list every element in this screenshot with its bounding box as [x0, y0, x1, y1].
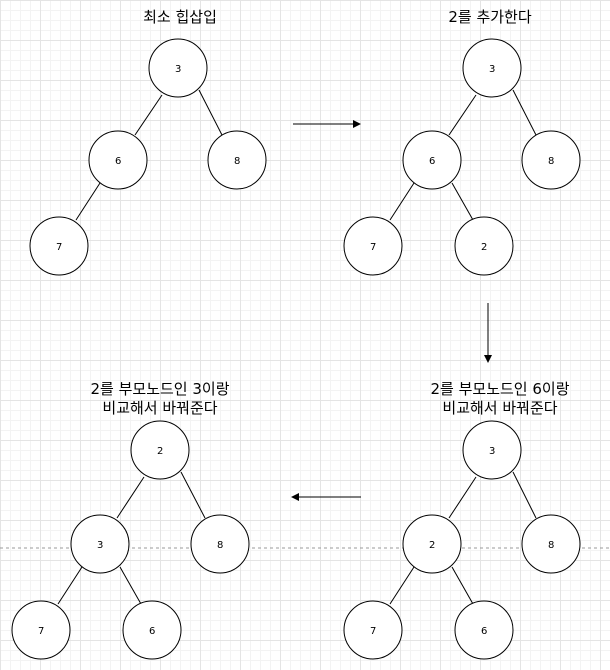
panel-4-caption: 2를 부모노드인 3이랑 비교해서 바꿔준다 [50, 380, 270, 418]
panel-3-caption-line-2: 비교해서 바꿔준다 [442, 399, 558, 417]
edge [451, 182, 474, 221]
node-value: 6 [481, 626, 487, 637]
node-value: 8 [548, 540, 554, 551]
tree-node: 3 [462, 38, 522, 98]
node-value: 7 [370, 626, 376, 637]
edge [389, 182, 415, 221]
tree-node: 6 [88, 130, 148, 190]
edge [451, 566, 474, 605]
tree-node: 3 [462, 420, 522, 480]
node-value: 2 [429, 540, 435, 551]
panel-4-tree: 2 3 8 7 6 [11, 420, 250, 660]
node-value: 6 [429, 156, 435, 167]
edge [448, 94, 477, 136]
edge [116, 476, 145, 519]
panel-4-caption-line-1: 2를 부모노드인 3이랑 [90, 380, 230, 398]
tree-node: 6 [402, 130, 462, 190]
node-value: 6 [149, 626, 155, 637]
tree-node: 3 [148, 38, 208, 98]
edge [512, 471, 537, 519]
tree-node: 8 [190, 514, 250, 574]
node-value: 7 [370, 242, 376, 253]
tree-node: 2 [402, 514, 462, 574]
edge [198, 89, 223, 136]
tree-node: 6 [122, 600, 182, 660]
edge [512, 89, 537, 136]
tree-node: 7 [29, 216, 89, 276]
panel-2-caption: 2를 추가한다 [400, 8, 580, 27]
tree-node: 7 [11, 600, 71, 660]
panel-3-caption: 2를 부모노드인 6이랑 비교해서 바꿔준다 [390, 380, 610, 418]
panel-2-tree: 3 6 8 7 2 [343, 38, 581, 276]
tree-node: 8 [521, 514, 581, 574]
panel-3-tree: 3 2 8 7 6 [343, 420, 581, 660]
node-value: 8 [234, 156, 240, 167]
tree-node: 2 [130, 420, 190, 480]
node-value: 8 [217, 540, 223, 551]
node-value: 7 [56, 242, 62, 253]
tree-node: 7 [343, 600, 403, 660]
tree-node: 2 [454, 216, 514, 276]
edge [119, 566, 142, 605]
panel-1-caption: 최소 힙삽입 [90, 8, 270, 27]
node-value: 8 [548, 156, 554, 167]
panel-1-caption-line-1: 최소 힙삽입 [143, 8, 217, 26]
tree-node: 7 [343, 216, 403, 276]
panel-4-caption-line-2: 비교해서 바꿔준다 [102, 399, 218, 417]
edge [57, 566, 83, 605]
edge [389, 566, 415, 605]
panel-3-caption-line-1: 2를 부모노드인 6이랑 [430, 380, 570, 398]
tree-node: 6 [454, 600, 514, 660]
tree-node: 3 [70, 514, 130, 574]
tree-node: 8 [521, 130, 581, 190]
node-value: 6 [115, 156, 121, 167]
edge [448, 476, 477, 519]
edge [180, 471, 206, 519]
node-value: 3 [489, 446, 495, 457]
edge [75, 182, 101, 221]
node-value: 2 [481, 242, 487, 253]
node-value: 7 [38, 626, 44, 637]
panel-2-caption-line-1: 2를 추가한다 [448, 8, 532, 26]
node-value: 3 [97, 540, 103, 551]
tree-node: 8 [207, 130, 267, 190]
edge [134, 94, 163, 136]
node-value: 3 [489, 64, 495, 75]
node-value: 3 [175, 64, 181, 75]
panel-1-tree: 3 6 8 7 [29, 38, 267, 276]
node-value: 2 [157, 446, 163, 457]
